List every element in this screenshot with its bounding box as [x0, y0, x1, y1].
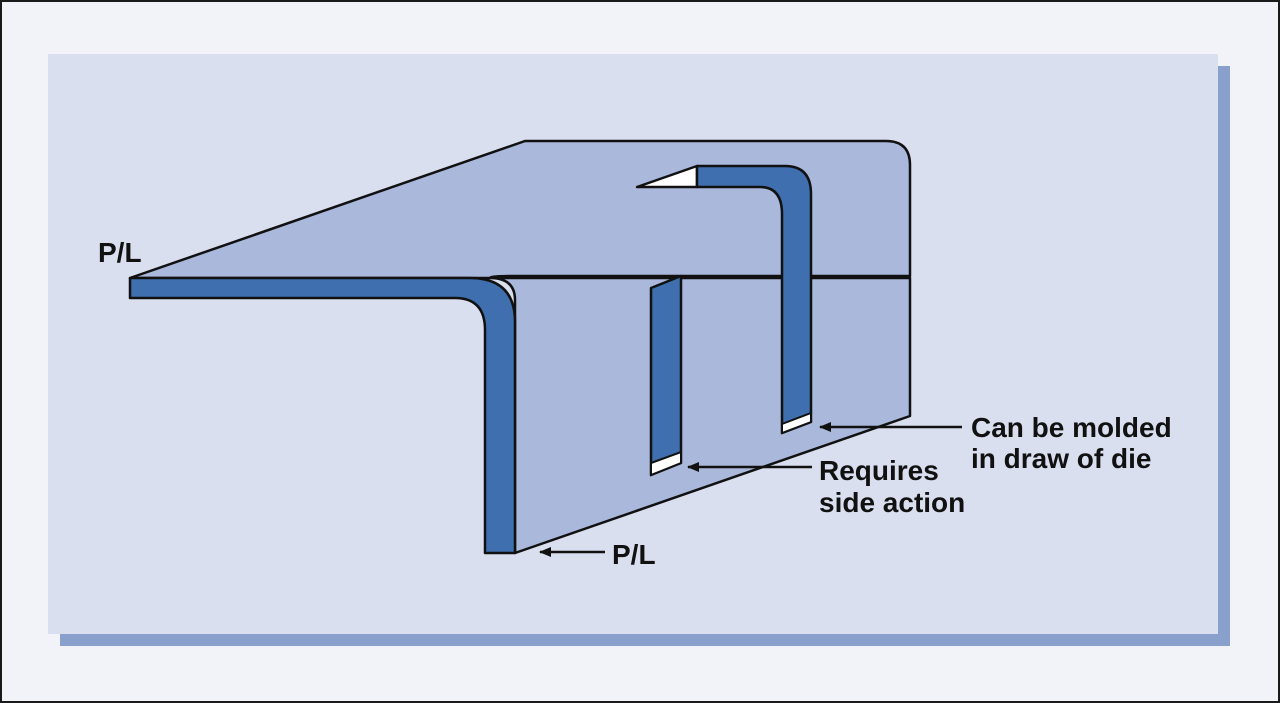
draw-of-die-label-line1: Can be molded	[971, 412, 1172, 443]
part-section-edge	[128, 276, 517, 555]
side-action-label-line1: Requires	[819, 455, 939, 486]
draw-of-die-label-line2: in draw of die	[971, 443, 1151, 474]
parting-line-top-label: P/L	[98, 237, 142, 268]
side-action-slot	[649, 274, 683, 477]
parting-line-bottom-label: P/L	[612, 539, 656, 570]
draw-slot-floor	[781, 411, 812, 435]
side-action-label-line2: side action	[819, 487, 965, 518]
side-action-slot-floor	[650, 450, 682, 477]
